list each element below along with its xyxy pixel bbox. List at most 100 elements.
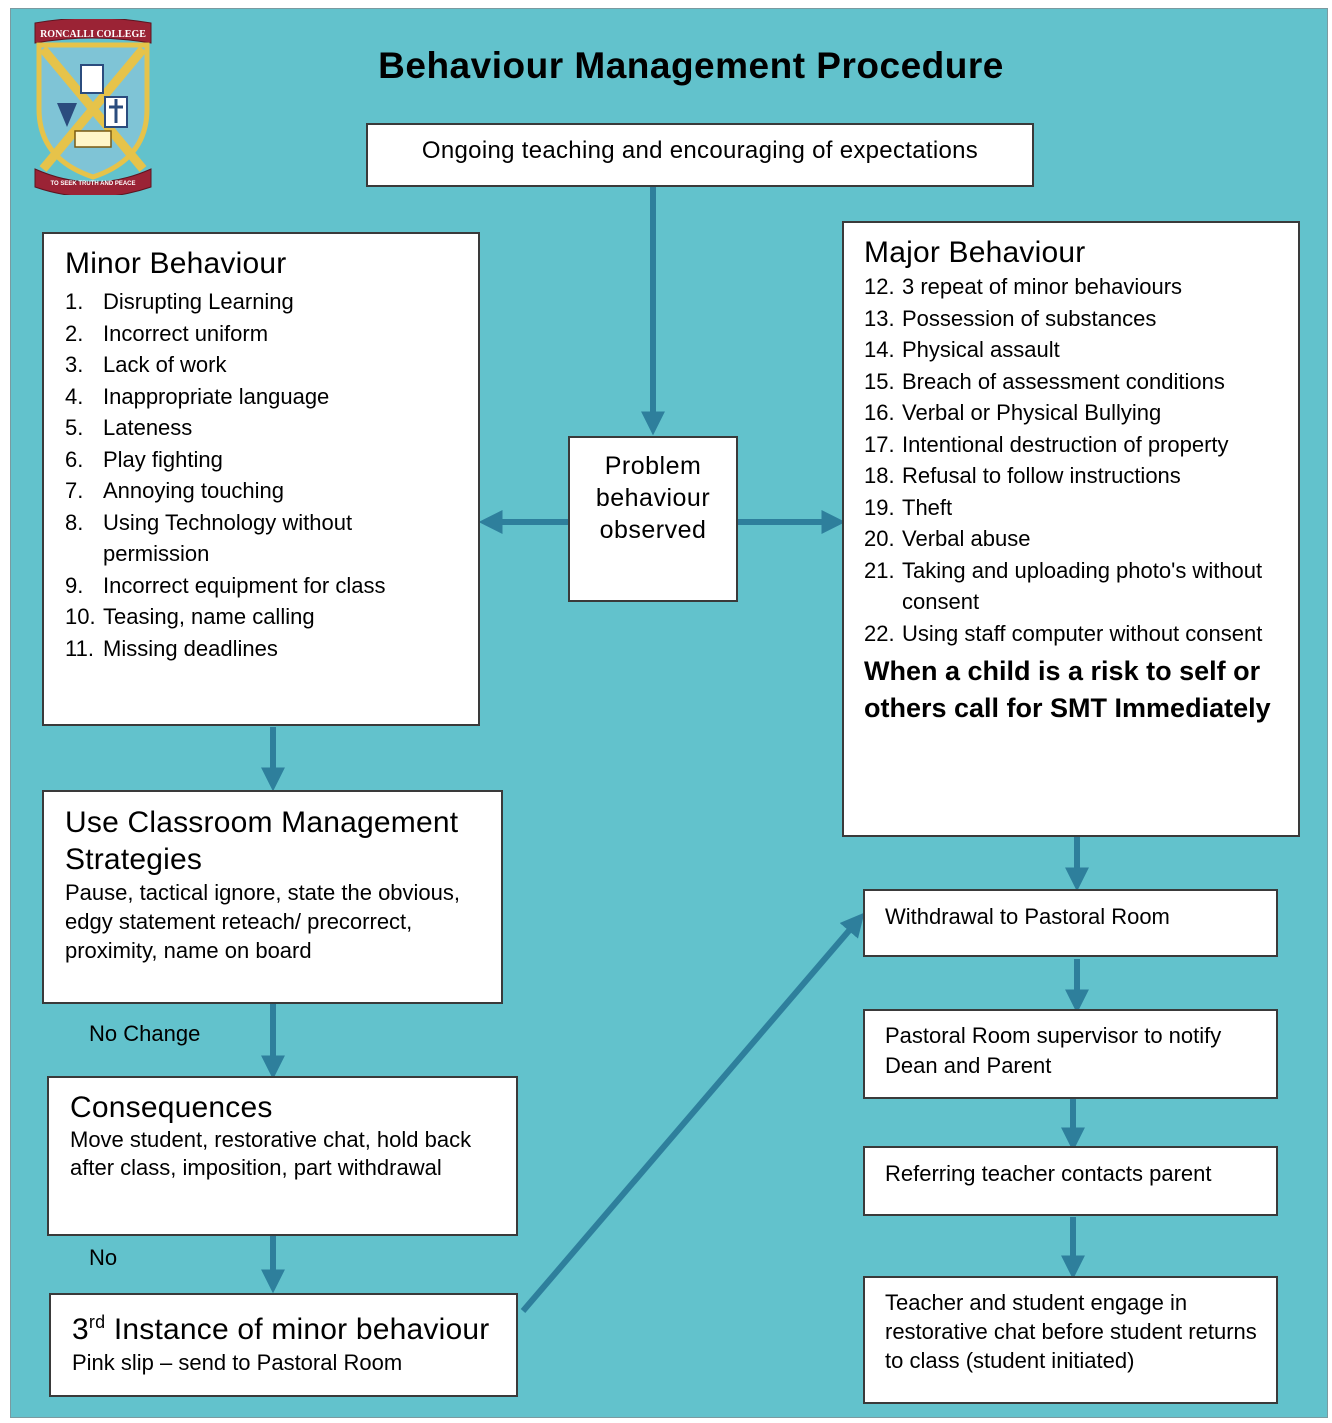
- item-number: 19.: [864, 494, 895, 520]
- item-text: Theft: [902, 494, 953, 520]
- item-text: Lack of work: [103, 352, 227, 377]
- item-number: 11.: [65, 635, 94, 661]
- problem-box: Problem behaviour observed: [568, 436, 738, 602]
- item-number: 4.: [65, 383, 84, 409]
- third-title-prefix: 3: [72, 1313, 89, 1346]
- item-text: Missing deadlines: [103, 635, 278, 661]
- list-item: 3. Lack of work: [65, 349, 458, 381]
- list-item: 13. Possession of substances: [864, 303, 1284, 335]
- label-no: No: [89, 1245, 118, 1270]
- third-title-rest: Instance of minor behaviour: [105, 1313, 490, 1346]
- item-text: Play fighting: [103, 446, 223, 472]
- start-box: Ongoing teaching and encouraging of expe…: [366, 123, 1034, 187]
- list-item: 1. Disrupting Learning: [65, 286, 458, 318]
- item-number: 7.: [65, 478, 84, 503]
- item-number: 3.: [65, 352, 84, 377]
- list-item: 15. Breach of assessment conditions: [864, 366, 1284, 398]
- list-item: 10.Teasing, name calling: [65, 601, 458, 633]
- item-number: 8.: [65, 509, 84, 535]
- item-number: 1.: [65, 289, 84, 314]
- flow-arrows: [261, 185, 1089, 1313]
- item-number: 5.: [65, 415, 84, 440]
- list-item: 6. Play fighting: [65, 444, 458, 476]
- major-list: 12. 3 repeat of minor behaviours 13. Posses…: [864, 271, 1284, 649]
- classroom-text: Pause, tactical ignore, state the obviou…: [65, 880, 461, 963]
- withdrawal-box: Withdrawal to Pastoral Room: [863, 889, 1278, 957]
- third-title-sup: rd: [88, 1312, 106, 1332]
- major-title: Major Behaviour: [864, 236, 1086, 269]
- referring-text: Referring teacher contacts parent: [885, 1161, 1212, 1186]
- item-text: Verbal abuse: [902, 526, 1031, 551]
- pastoral-text: Pastoral Room supervisor to notify Dean …: [885, 1023, 1222, 1078]
- item-number: 17.: [864, 431, 895, 457]
- list-item: 19. Theft: [864, 492, 1284, 524]
- item-text: Lateness: [103, 415, 193, 440]
- item-text: Breach of assessment conditions: [902, 368, 1225, 394]
- item-text: Intentional destruction of property: [902, 431, 1229, 457]
- item-number: 14.: [864, 337, 895, 362]
- list-item: 7. Annoying touching: [65, 475, 458, 507]
- classroom-title: Use Classroom Management Strategies: [65, 806, 459, 876]
- item-text: Annoying touching: [103, 478, 285, 503]
- item-text: Verbal or Physical Bullying: [902, 400, 1162, 425]
- restorative-text: Teacher and student engage in restorativ…: [885, 1290, 1257, 1373]
- list-item: 22. Using staff computer without consent: [864, 618, 1284, 650]
- list-item: 20. Verbal abuse: [864, 523, 1284, 555]
- page-title: Behaviour Management Procedure: [378, 45, 1004, 86]
- label-no-change: No Change: [89, 1021, 201, 1046]
- crest-motto: TO SEEK TRUTH AND PEACE: [50, 181, 135, 187]
- referring-box: Referring teacher contacts parent: [863, 1146, 1278, 1216]
- item-number: 12.: [864, 274, 895, 299]
- arrow-third-to-withdrawal: [520, 912, 865, 1313]
- item-text: Incorrect uniform: [103, 320, 269, 346]
- item-number: 16.: [864, 400, 895, 425]
- crest-name: RONCALLI COLLEGE: [40, 29, 146, 40]
- minor-title: Minor Behaviour: [65, 247, 287, 280]
- item-text: Taking and uploading photo's without con…: [902, 557, 1263, 615]
- item-number: 2.: [65, 320, 84, 346]
- item-text: Refusal to follow instructions: [902, 463, 1181, 488]
- item-text: Incorrect equipment for class: [103, 572, 386, 598]
- third-text: Pink slip – send to Pastoral Room: [72, 1350, 403, 1375]
- consequences-box: Consequences Move student, restorative c…: [47, 1076, 518, 1236]
- item-number: 20.: [864, 526, 895, 551]
- minor-behaviour-box: Minor Behaviour 1. Disrupting Learning 2. I…: [42, 232, 480, 726]
- item-text: Physical assault: [902, 337, 1060, 362]
- list-item: 12. 3 repeat of minor behaviours: [864, 271, 1284, 303]
- list-item: 17. Intentional destruction of property: [864, 429, 1284, 461]
- item-text: 3 repeat of minor behaviours: [902, 274, 1183, 299]
- item-number: 6.: [65, 446, 84, 472]
- item-number: 10.: [65, 604, 96, 629]
- withdrawal-text: Withdrawal to Pastoral Room: [885, 904, 1170, 929]
- list-item: 16. Verbal or Physical Bullying: [864, 397, 1284, 429]
- item-number: 13.: [864, 305, 895, 331]
- smt-warning: When a child is a risk to self or others…: [864, 656, 1271, 723]
- list-item: 5. Lateness: [65, 412, 458, 444]
- minor-list: 1. Disrupting Learning 2. Incorrect uniform…: [65, 286, 458, 664]
- list-item: 11. Missing deadlines: [65, 633, 458, 665]
- item-number: 21.: [864, 557, 895, 583]
- major-behaviour-box: Major Behaviour 12. 3 repeat of minor beh…: [842, 221, 1300, 837]
- list-item: 18. Refusal to follow instructions: [864, 460, 1284, 492]
- restorative-box: Teacher and student engage in restorativ…: [863, 1276, 1278, 1404]
- list-item: 9. Incorrect equipment for class: [65, 570, 458, 602]
- item-number: 15.: [864, 368, 895, 394]
- third-title: 3rd Instance of minor behaviour: [72, 1303, 502, 1349]
- item-number: 9.: [65, 572, 84, 598]
- item-text: Using staff computer without consent: [902, 620, 1263, 646]
- item-text: Disrupting Learning: [103, 289, 294, 314]
- list-item: 21. Taking and uploading photo's without …: [864, 555, 1284, 618]
- start-text: Ongoing teaching and encouraging of expe…: [421, 137, 979, 164]
- consequences-title: Consequences: [70, 1091, 273, 1124]
- classroom-strategies-box: Use Classroom Management Strategies Paus…: [42, 790, 503, 1004]
- problem-text: Problem behaviour observed: [595, 452, 711, 544]
- pastoral-notify-box: Pastoral Room supervisor to notify Dean …: [863, 1009, 1278, 1099]
- third-instance-box: 3rd Instance of minor behaviour Pink sli…: [49, 1293, 518, 1397]
- item-text: Inappropriate language: [103, 383, 330, 409]
- item-text: Possession of substances: [902, 305, 1157, 331]
- item-number: 22.: [864, 620, 895, 646]
- list-item: 14. Physical assault: [864, 334, 1284, 366]
- item-number: 18.: [864, 463, 895, 488]
- flowchart-canvas: RONCALLI COLLEGE TO SEEK TRUTH AND PEACE…: [10, 8, 1328, 1418]
- list-item: 4. Inappropriate language: [65, 381, 458, 413]
